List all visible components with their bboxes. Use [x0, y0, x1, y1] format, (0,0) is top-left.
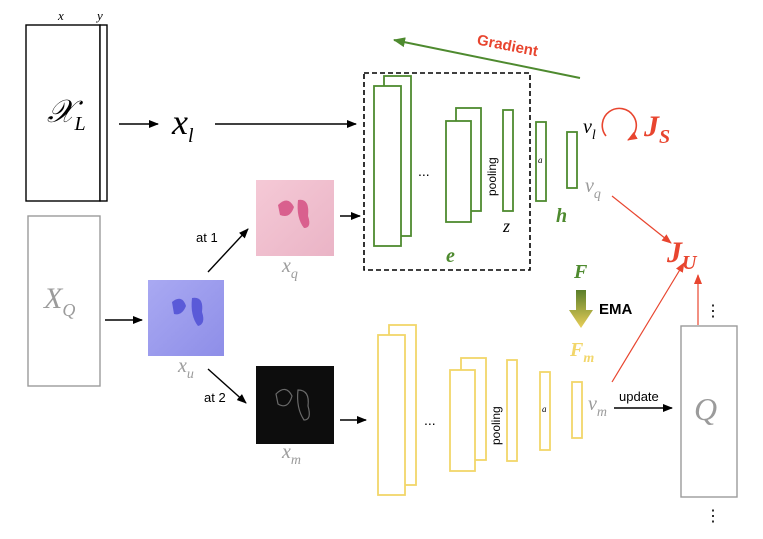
momentum-a-label: a — [542, 404, 547, 414]
z-label: z — [502, 216, 510, 236]
encoder-pooling-label: pooling — [485, 157, 499, 196]
projection-v-box — [566, 131, 578, 189]
supervised-loss-JS: JS — [643, 110, 670, 148]
vm-label: vm — [588, 393, 607, 420]
vl-label: vl — [583, 116, 596, 143]
momentum-pooling-box — [506, 359, 518, 462]
momentum-ellipsis: ... — [424, 412, 436, 428]
queue-Q-label: Q — [694, 391, 717, 427]
encoder-pooling-box — [502, 109, 514, 212]
unlabeled-dataset-symbol: XQ — [43, 282, 75, 320]
xq-blob-left — [278, 200, 294, 216]
update-label: update — [619, 389, 659, 404]
xu-blob-left — [172, 298, 186, 315]
encoder-mid-layer-front — [445, 120, 472, 223]
momentum-layer-front — [377, 334, 406, 496]
ema-arrow — [569, 290, 593, 328]
projection-a-box — [535, 121, 547, 202]
unlabeled-dataset-box — [27, 215, 101, 387]
encoder-e-label: e — [446, 245, 455, 267]
arrow-xu-to-xq — [207, 228, 249, 273]
momentum-view-image-xm — [256, 366, 334, 444]
labeled-sample-label: xl — [171, 102, 194, 147]
encoder-e-dashed-box — [363, 72, 531, 271]
momentum-pooling-label: pooling — [489, 406, 503, 445]
xu-label: xu — [177, 355, 194, 382]
labeled-dataset-block: x y 𝒳L — [25, 8, 108, 202]
arrow-vq-to-JU — [611, 195, 672, 244]
h-label: h — [556, 205, 567, 227]
augment-1-label: at 1 — [196, 230, 218, 245]
encoder-ellipsis: ... — [418, 163, 430, 179]
encoder-layer-front — [373, 85, 402, 247]
query-view-image-xq — [256, 180, 334, 256]
xm-label: xm — [281, 441, 301, 468]
momentum-encoder-Fm-label: Fm — [569, 339, 594, 366]
labeled-dataset-box — [25, 24, 101, 202]
queue-top-ellipsis: ⋮ — [705, 303, 721, 320]
gradient-label: Gradient — [476, 32, 540, 60]
xm-edge-right — [297, 389, 310, 421]
arrow-xu-to-xm — [207, 368, 247, 404]
xq-label: xq — [281, 255, 298, 282]
unsupervised-loss-JU: JU — [666, 236, 698, 274]
momentum-v-box — [571, 381, 583, 439]
encoder-F-label: F — [573, 261, 588, 283]
momentum-a-box — [539, 371, 551, 451]
momentum-encoder-layers — [377, 324, 583, 496]
xu-blob-right — [191, 297, 204, 326]
xq-blob-right — [297, 199, 310, 228]
encoder-layers — [373, 75, 578, 247]
unlabeled-image-xu — [148, 280, 224, 356]
x-column-label: x — [57, 8, 64, 23]
y-column-label: y — [95, 8, 103, 23]
vq-label: vq — [585, 175, 601, 202]
queue-Q-box — [680, 325, 738, 498]
gradient-arrow — [393, 37, 581, 79]
encoder-a-label: a — [538, 155, 543, 165]
augment-2-label: at 2 — [204, 390, 226, 405]
supervised-loss-self-loop — [601, 107, 638, 141]
label-column-box — [99, 24, 108, 202]
arrow-vm-to-JU — [611, 262, 685, 383]
ema-label: EMA — [599, 301, 633, 318]
queue-bottom-ellipsis: ⋮ — [705, 508, 721, 525]
xm-edge-left — [275, 388, 293, 407]
momentum-mid-layer-front — [449, 369, 476, 472]
